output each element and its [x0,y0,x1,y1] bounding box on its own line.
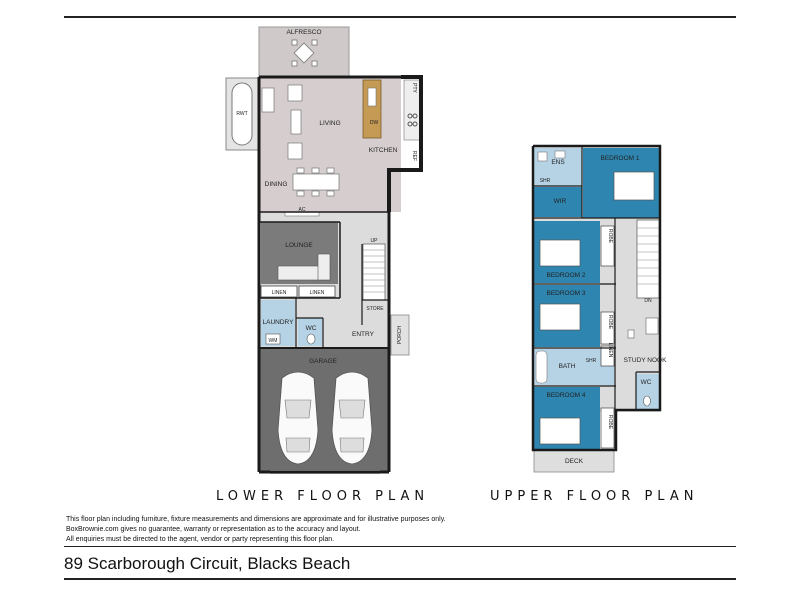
label-up: UP [371,238,379,244]
label-robe-4: ROBE [607,415,613,430]
bed-4 [539,417,581,445]
label-dn: DN [644,298,652,304]
bed-2 [539,239,581,267]
upper-floor-plan: ENS SHR WIR BEDROOM 1 BEDROOM 2 ROBE BED… [531,144,668,473]
label-store: STORE [366,306,384,312]
label-bedroom-2: BEDROOM 2 [546,272,585,279]
disclaimer-line-1: This floor plan including furniture, fix… [66,516,446,523]
label-upper-wc: WC [641,379,652,386]
bed-1 [613,171,655,201]
label-wc: WC [306,325,317,332]
kitchen-sink [367,87,377,107]
label-wm: WM [269,338,278,344]
disclaimer-line-2: BoxBrownie.com gives no guarantee, warra… [66,526,361,533]
lounge-sofa [277,253,331,281]
label-bedroom-4: BEDROOM 4 [546,392,585,399]
rainwater-tank [231,82,253,146]
toilet-icon [306,333,316,345]
bottom-rule [64,578,736,580]
lower-floor-plan: ALFRESCO RWT LIVING KITCHEN DINING DW PT… [225,26,423,474]
label-linen-2: LINEN [310,290,325,296]
label-shr-1: SHR [540,178,551,184]
lower-floor-plan-title: LOWER FLOOR PLAN [216,489,430,504]
car-1 [277,371,319,465]
upper-wc-room [636,374,659,410]
porch-area [390,314,410,356]
label-lounge: LOUNGE [285,242,313,249]
label-bath: BATH [559,363,576,370]
label-linen-1: LINEN [272,290,287,296]
dining-table [292,167,340,197]
label-kitchen: KITCHEN [369,147,398,154]
disclaimer: This floor plan including furniture, fix… [66,515,446,545]
label-bedroom-1: BEDROOM 1 [600,155,639,162]
robe-4 [600,407,615,449]
toilet-icon-upper [643,395,651,407]
linen-cupboard-1 [260,285,298,298]
alfresco-table [291,39,318,67]
label-entry: ENTRY [352,331,375,338]
washing-machine [265,333,281,345]
robe-2 [600,225,615,267]
label-ac: AC [299,207,306,213]
label-robe-2: ROBE [607,229,613,244]
car-2 [331,371,373,465]
wir-room [534,187,582,217]
kitchen-island [362,79,382,139]
middle-rule [64,546,736,547]
label-pty: PTY [411,83,417,93]
label-bedroom-3: BEDROOM 3 [546,290,585,297]
upper-floor-plan-title: UPPER FLOOR PLAN [490,489,699,504]
property-address: 89 Scarborough Circuit, Blacks Beach [64,554,351,573]
upper-staircase [636,219,660,299]
disclaimer-line-3: All enquiries must be directed to the ag… [66,536,335,543]
living-furniture [261,84,303,160]
linen-cupboard-2 [298,285,336,298]
label-rwt: RWT [236,111,247,117]
top-rule [64,16,736,18]
label-dw: DW [370,120,379,126]
upper-linen [600,345,615,367]
bathtub [535,350,548,384]
label-upper-linen: LINEN [607,343,613,358]
label-shr-2: SHR [586,358,597,364]
label-ref: REF [411,151,417,161]
bed-3 [539,303,581,331]
upper-walls [531,144,662,452]
robe-3 [600,311,615,345]
label-robe-3: ROBE [607,315,613,330]
label-garage: GARAGE [309,358,337,365]
label-alfresco: ALFRESCO [286,29,321,36]
label-porch: PORCH [397,326,403,344]
label-wir: WIR [554,198,567,205]
lower-staircase [362,243,386,301]
label-laundry: LAUNDRY [263,319,295,326]
label-deck: DECK [565,458,584,465]
label-living: LIVING [319,120,340,127]
lower-walls [257,75,423,474]
label-dining: DINING [265,181,288,188]
label-study-nook: STUDY NOOK [624,357,668,364]
label-ens: ENS [551,159,565,166]
